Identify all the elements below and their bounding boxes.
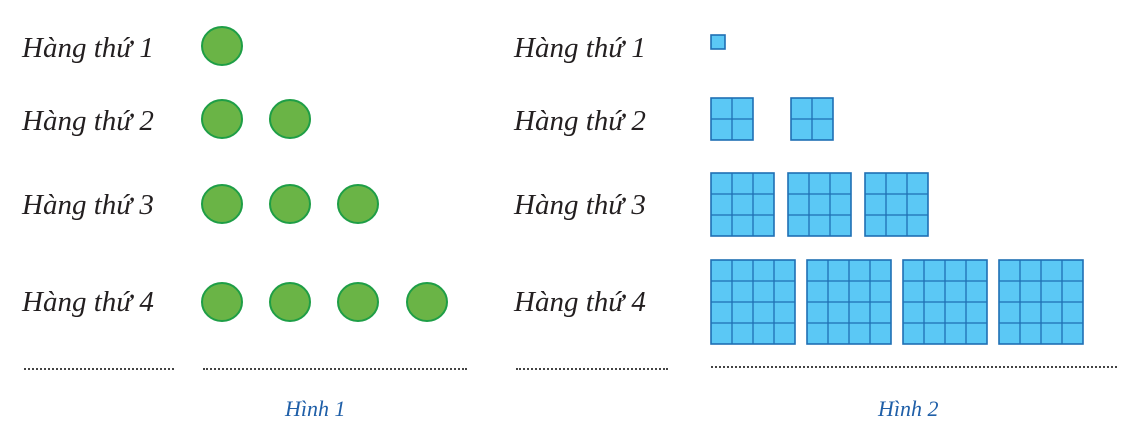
grid-block-r3-3 (864, 172, 929, 237)
circle-r1-1 (201, 26, 243, 66)
circle-r2-1 (201, 99, 243, 139)
fig2-row-1-label: Hàng thứ 1 (514, 32, 646, 64)
fig2-label-dotted-line (516, 368, 668, 370)
circle-r4-4 (406, 282, 448, 322)
fig2-row-3-label: Hàng thứ 3 (514, 189, 646, 221)
fig1-shapes-dotted-line (203, 368, 467, 370)
circle-r4-1 (201, 282, 243, 322)
fig2-caption: Hình 2 (878, 396, 939, 421)
fig2-row-4-label: Hàng thứ 4 (514, 286, 646, 318)
fig1-row-4-label: Hàng thứ 4 (22, 286, 154, 318)
fig1-row-1-label: Hàng thứ 1 (22, 32, 154, 64)
grid-block-r4-3 (902, 259, 988, 345)
grid-block-r2-1 (710, 97, 754, 141)
grid-block-r2-2 (790, 97, 834, 141)
fig1-caption: Hình 1 (285, 396, 346, 421)
circle-r4-2 (269, 282, 311, 322)
grid-block-r3-2 (787, 172, 852, 237)
fig1-row-3-label: Hàng thứ 3 (22, 189, 154, 221)
circle-r2-2 (269, 99, 311, 139)
grid-block-r3-1 (710, 172, 775, 237)
grid-block-r4-4 (998, 259, 1084, 345)
circle-r3-2 (269, 184, 311, 224)
figure-1-circles (201, 26, 448, 322)
circle-r3-3 (337, 184, 379, 224)
figure-2-grids (710, 34, 1084, 345)
grid-block-r4-2 (806, 259, 892, 345)
fig2-row-2-label: Hàng thứ 2 (514, 105, 646, 137)
fig1-label-dotted-line (24, 368, 174, 370)
circle-r3-1 (201, 184, 243, 224)
grid-block-r1-1 (710, 34, 726, 50)
fig1-row-2-label: Hàng thứ 2 (22, 105, 154, 137)
circle-r4-3 (337, 282, 379, 322)
fig2-shapes-dotted-line (711, 366, 1117, 368)
grid-block-r4-1 (710, 259, 796, 345)
